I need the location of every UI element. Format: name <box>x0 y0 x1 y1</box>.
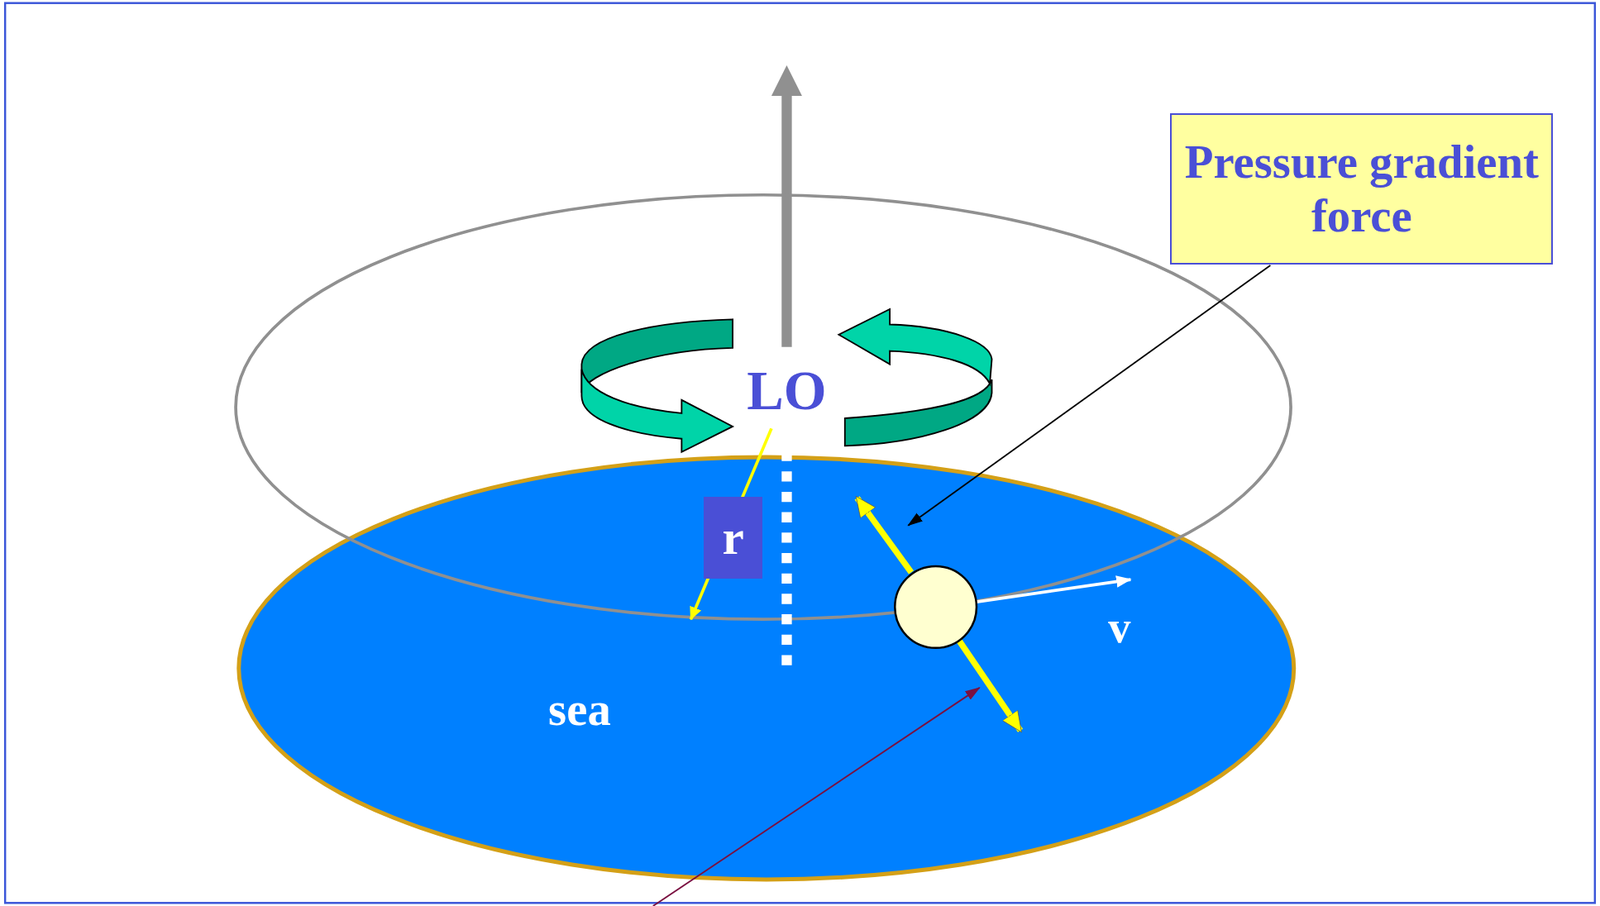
node-text: r <box>722 509 745 566</box>
axis-arrow <box>781 79 792 347</box>
radius-tag: r <box>703 496 762 579</box>
rotation-arrow-front <box>838 309 992 384</box>
node-text: Pressure gradient force <box>1182 134 1542 244</box>
leader-line <box>653 687 980 906</box>
centrifugal-force-arrow <box>959 640 1021 731</box>
radius-arrow <box>690 428 771 620</box>
velocity-label: v <box>1108 605 1131 650</box>
center-dotted-line <box>781 430 792 676</box>
air-parcel <box>894 566 977 649</box>
leader-line <box>907 265 1271 526</box>
sea-label: sea <box>548 685 612 733</box>
rotation-arrow-back <box>845 379 993 446</box>
rotation-arrow-back <box>581 319 733 393</box>
rotation-arrow-front <box>581 369 733 453</box>
sea-surface <box>238 457 1295 880</box>
velocity-arrow <box>976 579 1131 602</box>
pressure-force-arrow <box>857 497 912 573</box>
orbit-ellipse <box>235 195 1291 620</box>
pressure-center-label: LO <box>746 362 827 419</box>
callout-box: Pressure gradient force <box>1170 113 1553 265</box>
frame <box>4 3 1596 904</box>
